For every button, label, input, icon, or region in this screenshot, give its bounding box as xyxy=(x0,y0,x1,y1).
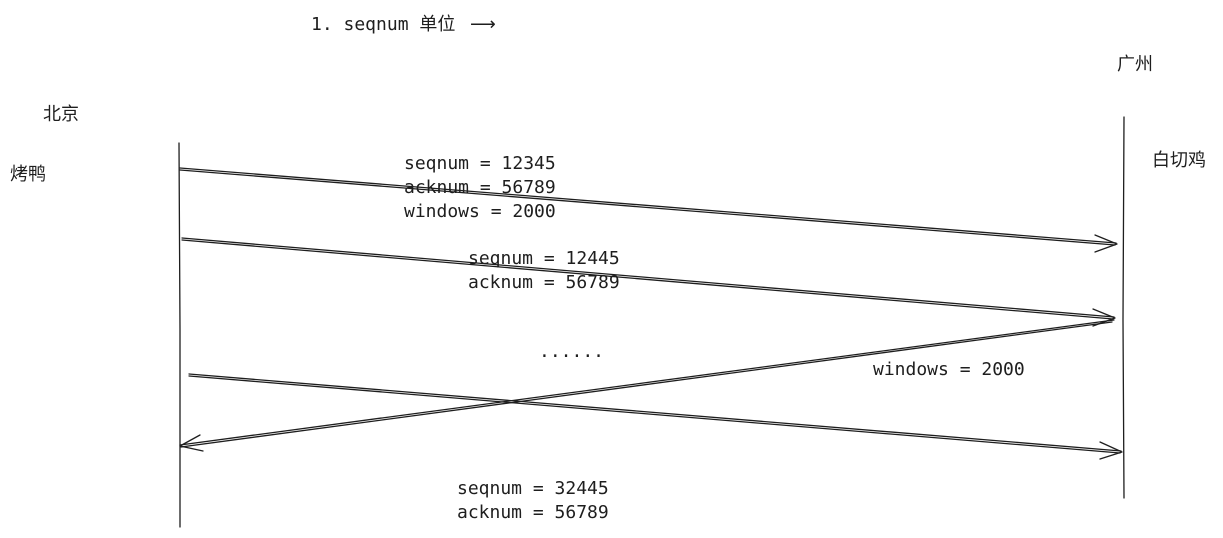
message-arrow-3 xyxy=(188,373,1123,460)
msg3-acknum: acknum = 56789 xyxy=(457,502,609,523)
reply-arrow xyxy=(179,319,1115,452)
msg2-seqnum: seqnum = 12445 xyxy=(468,248,620,269)
message-arrow-1 xyxy=(179,167,1118,253)
left-city-label: 北京 xyxy=(43,104,79,125)
left-lifeline xyxy=(178,142,181,528)
msg1-windows: windows = 2000 xyxy=(404,201,556,222)
msg1-acknum: acknum = 56789 xyxy=(404,177,556,198)
reply-windows: windows = 2000 xyxy=(873,359,1025,380)
message-arrow-2 xyxy=(181,237,1116,327)
msg3-seqnum: seqnum = 32445 xyxy=(457,478,609,499)
right-lifeline xyxy=(1122,116,1125,499)
right-item-label: 白切鸡 xyxy=(1152,150,1206,171)
msg2-acknum: acknum = 56789 xyxy=(468,272,620,293)
ellipsis: ...... xyxy=(539,341,604,362)
diagram-title: 1. seqnum 单位 xyxy=(311,14,455,35)
msg1-seqnum: seqnum = 12345 xyxy=(404,153,556,174)
right-city-label: 广州 xyxy=(1117,54,1153,75)
title-arrow: ⟶ xyxy=(470,14,496,35)
left-item-label: 烤鸭 xyxy=(10,164,46,185)
